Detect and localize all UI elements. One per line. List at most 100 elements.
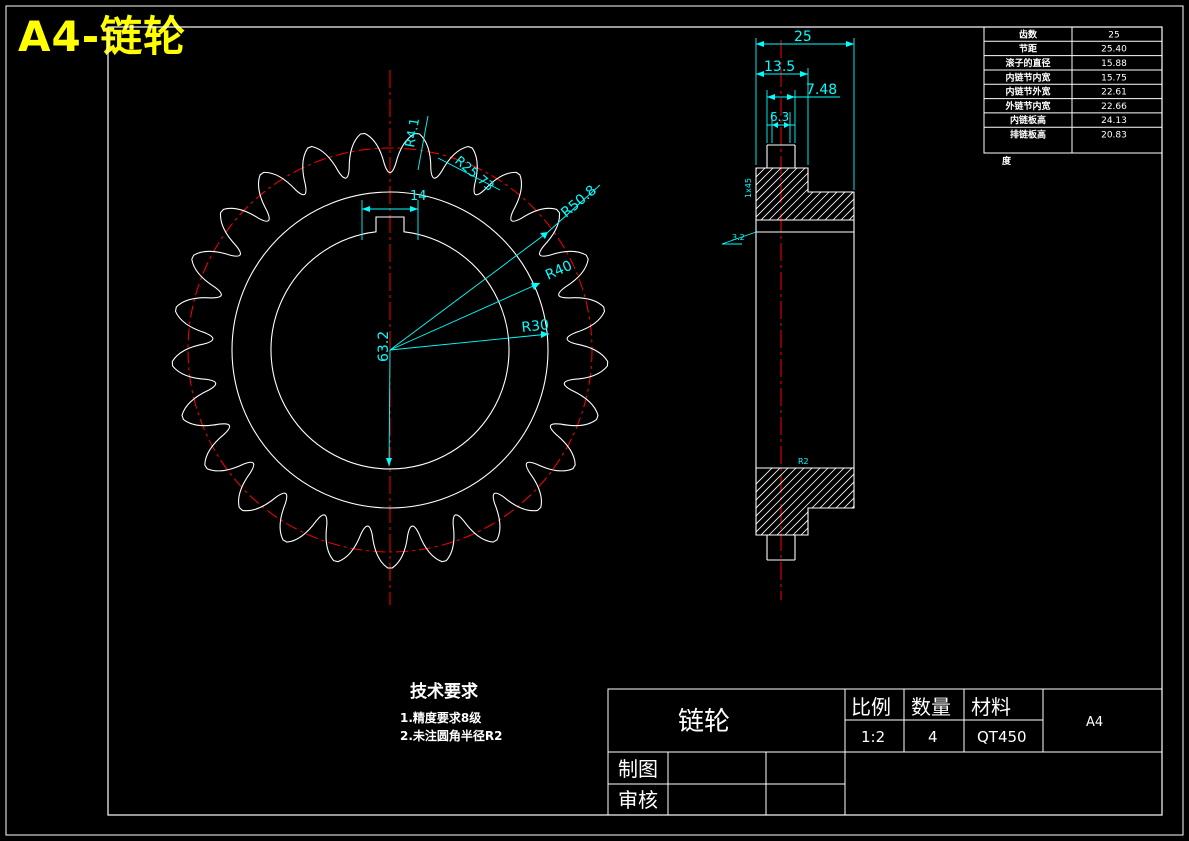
hatch-line [756,468,805,535]
drawn-by-label: 制图 [618,757,658,781]
fillet-label: R2 [798,457,809,466]
hatch-line [860,160,925,225]
params-row-label: 齿数 [1019,28,1038,40]
hatch-line [835,168,854,220]
sheet-size: A4 [1086,715,1103,730]
hub-radius-leader [389,282,541,351]
tooth-tip-label: 6.3 [770,110,789,124]
hatch-line [779,468,854,535]
material-value: QT450 [977,728,1027,746]
hatch-line [811,168,854,220]
params-row-value: 22.61 [1101,88,1127,98]
side-view: 25 13.5 7.48 6.3 1x45 3.2 R2 [721,29,972,600]
params-row-label: 滚子的直径 [1005,57,1050,69]
keyway-depth-line [388,349,391,467]
hatch-line [851,468,854,535]
hatch-line [884,460,964,540]
front-view: 14 63.2 R50.8 R40 R30 R4.1 R25.73 [171,70,609,605]
hatch-line [756,168,790,220]
params-row-value: 24.13 [1101,116,1127,126]
params-row-label: 内链板高 [1010,114,1046,126]
roughness-label: 3.2 [732,233,745,242]
hatch-line [876,460,956,540]
hatch-line [868,460,948,540]
hatch-line [756,468,829,535]
chamfer-label: 1x45 [744,178,753,198]
params-row-label: 节距 [1019,43,1037,55]
scale-value: 1:2 [861,728,885,746]
params-table: 齿数 25 节距 25.40 滚子的直径 15.88 内链节内宽 15.75 内链节外宽 22.6… [983,26,1163,154]
params-row-label: 内链节内宽 [1005,71,1050,83]
tip-radius-ext [547,184,601,233]
params-row-label: 外链节内宽 [1004,100,1050,112]
keyway-width-label: 14 [410,189,427,204]
hatch-line [756,468,781,535]
params-row-value: 25 [1108,30,1119,40]
hatch-line [756,168,814,220]
hatch-line [756,468,789,535]
tech-requirement-2: 2.未注圆角半径R2 [400,728,503,743]
hatch-line [892,160,957,225]
outer-border [5,5,1184,836]
params-row-label: 排链板高 [1010,129,1046,141]
hatch-line [876,160,941,225]
tech-requirements-heading: 技术要求 [410,681,478,702]
hatch-line [756,468,797,535]
bore-radius-leader [389,333,550,351]
seat-radius-leader [437,157,501,191]
sprocket-tooth-outline [171,132,609,569]
tip-radius-label: R50.8 [558,183,600,222]
hatch-line [860,460,940,540]
hatch-line [756,168,782,220]
section-hatch-bottom [756,460,972,540]
tooth-radius-label: R4.1 [403,117,423,149]
tip-radius-leader [389,231,549,351]
hatch-line [803,168,854,220]
overall-width-label: 25 [794,29,812,45]
hatch-line [787,468,854,535]
hatch-line [868,160,933,225]
hub-radius-label: R40 [543,258,575,284]
tech-requirement-1: 1.精度要求8级 [400,710,481,725]
side-left-edge [755,145,768,560]
hatch-line [827,168,854,220]
hatch-line [763,468,845,535]
hatch-line [851,168,854,220]
hatch-line [884,160,949,225]
side-right-edge [794,145,855,560]
hatch-line [756,468,821,535]
params-row-value: 22.66 [1101,102,1127,112]
hub-circle [231,191,549,509]
hatch-line [756,468,813,535]
params-row-value: 15.88 [1101,59,1127,69]
params-row-value: 20.83 [1101,131,1127,141]
part-name: 链轮 [678,707,730,737]
keyway-depth-label: 63.2 [376,331,392,362]
hatch-line [819,168,854,220]
hub-width-label: 13.5 [764,59,795,75]
params-table-tail: 度 [1002,155,1012,167]
params-row-value: 25.40 [1101,45,1127,55]
scale-label: 比例 [851,695,891,719]
hatch-line [843,468,854,535]
tooth-radius-leader [417,115,429,171]
qty-label: 数量 [911,695,951,719]
hatch-line [892,460,972,540]
hatch-line [756,468,837,535]
hatch-line [756,168,806,220]
pitch-circle [187,147,593,553]
hatch-line [756,168,774,220]
bore-radius-label: R30 [521,317,550,336]
hatch-line [756,168,798,220]
qty-value: 4 [928,728,938,746]
bore-with-keyway [270,216,510,470]
params-row-label: 内链节外宽 [1005,86,1050,98]
sheet-title: A4-链轮 [18,12,187,61]
hatch-line [771,468,853,535]
hatch-line [756,168,766,220]
tooth-width-label: 7.48 [806,82,837,98]
params-row-value: 15.75 [1101,73,1127,83]
section-hatch-top [756,160,957,225]
material-label: 材料 [971,695,1011,719]
